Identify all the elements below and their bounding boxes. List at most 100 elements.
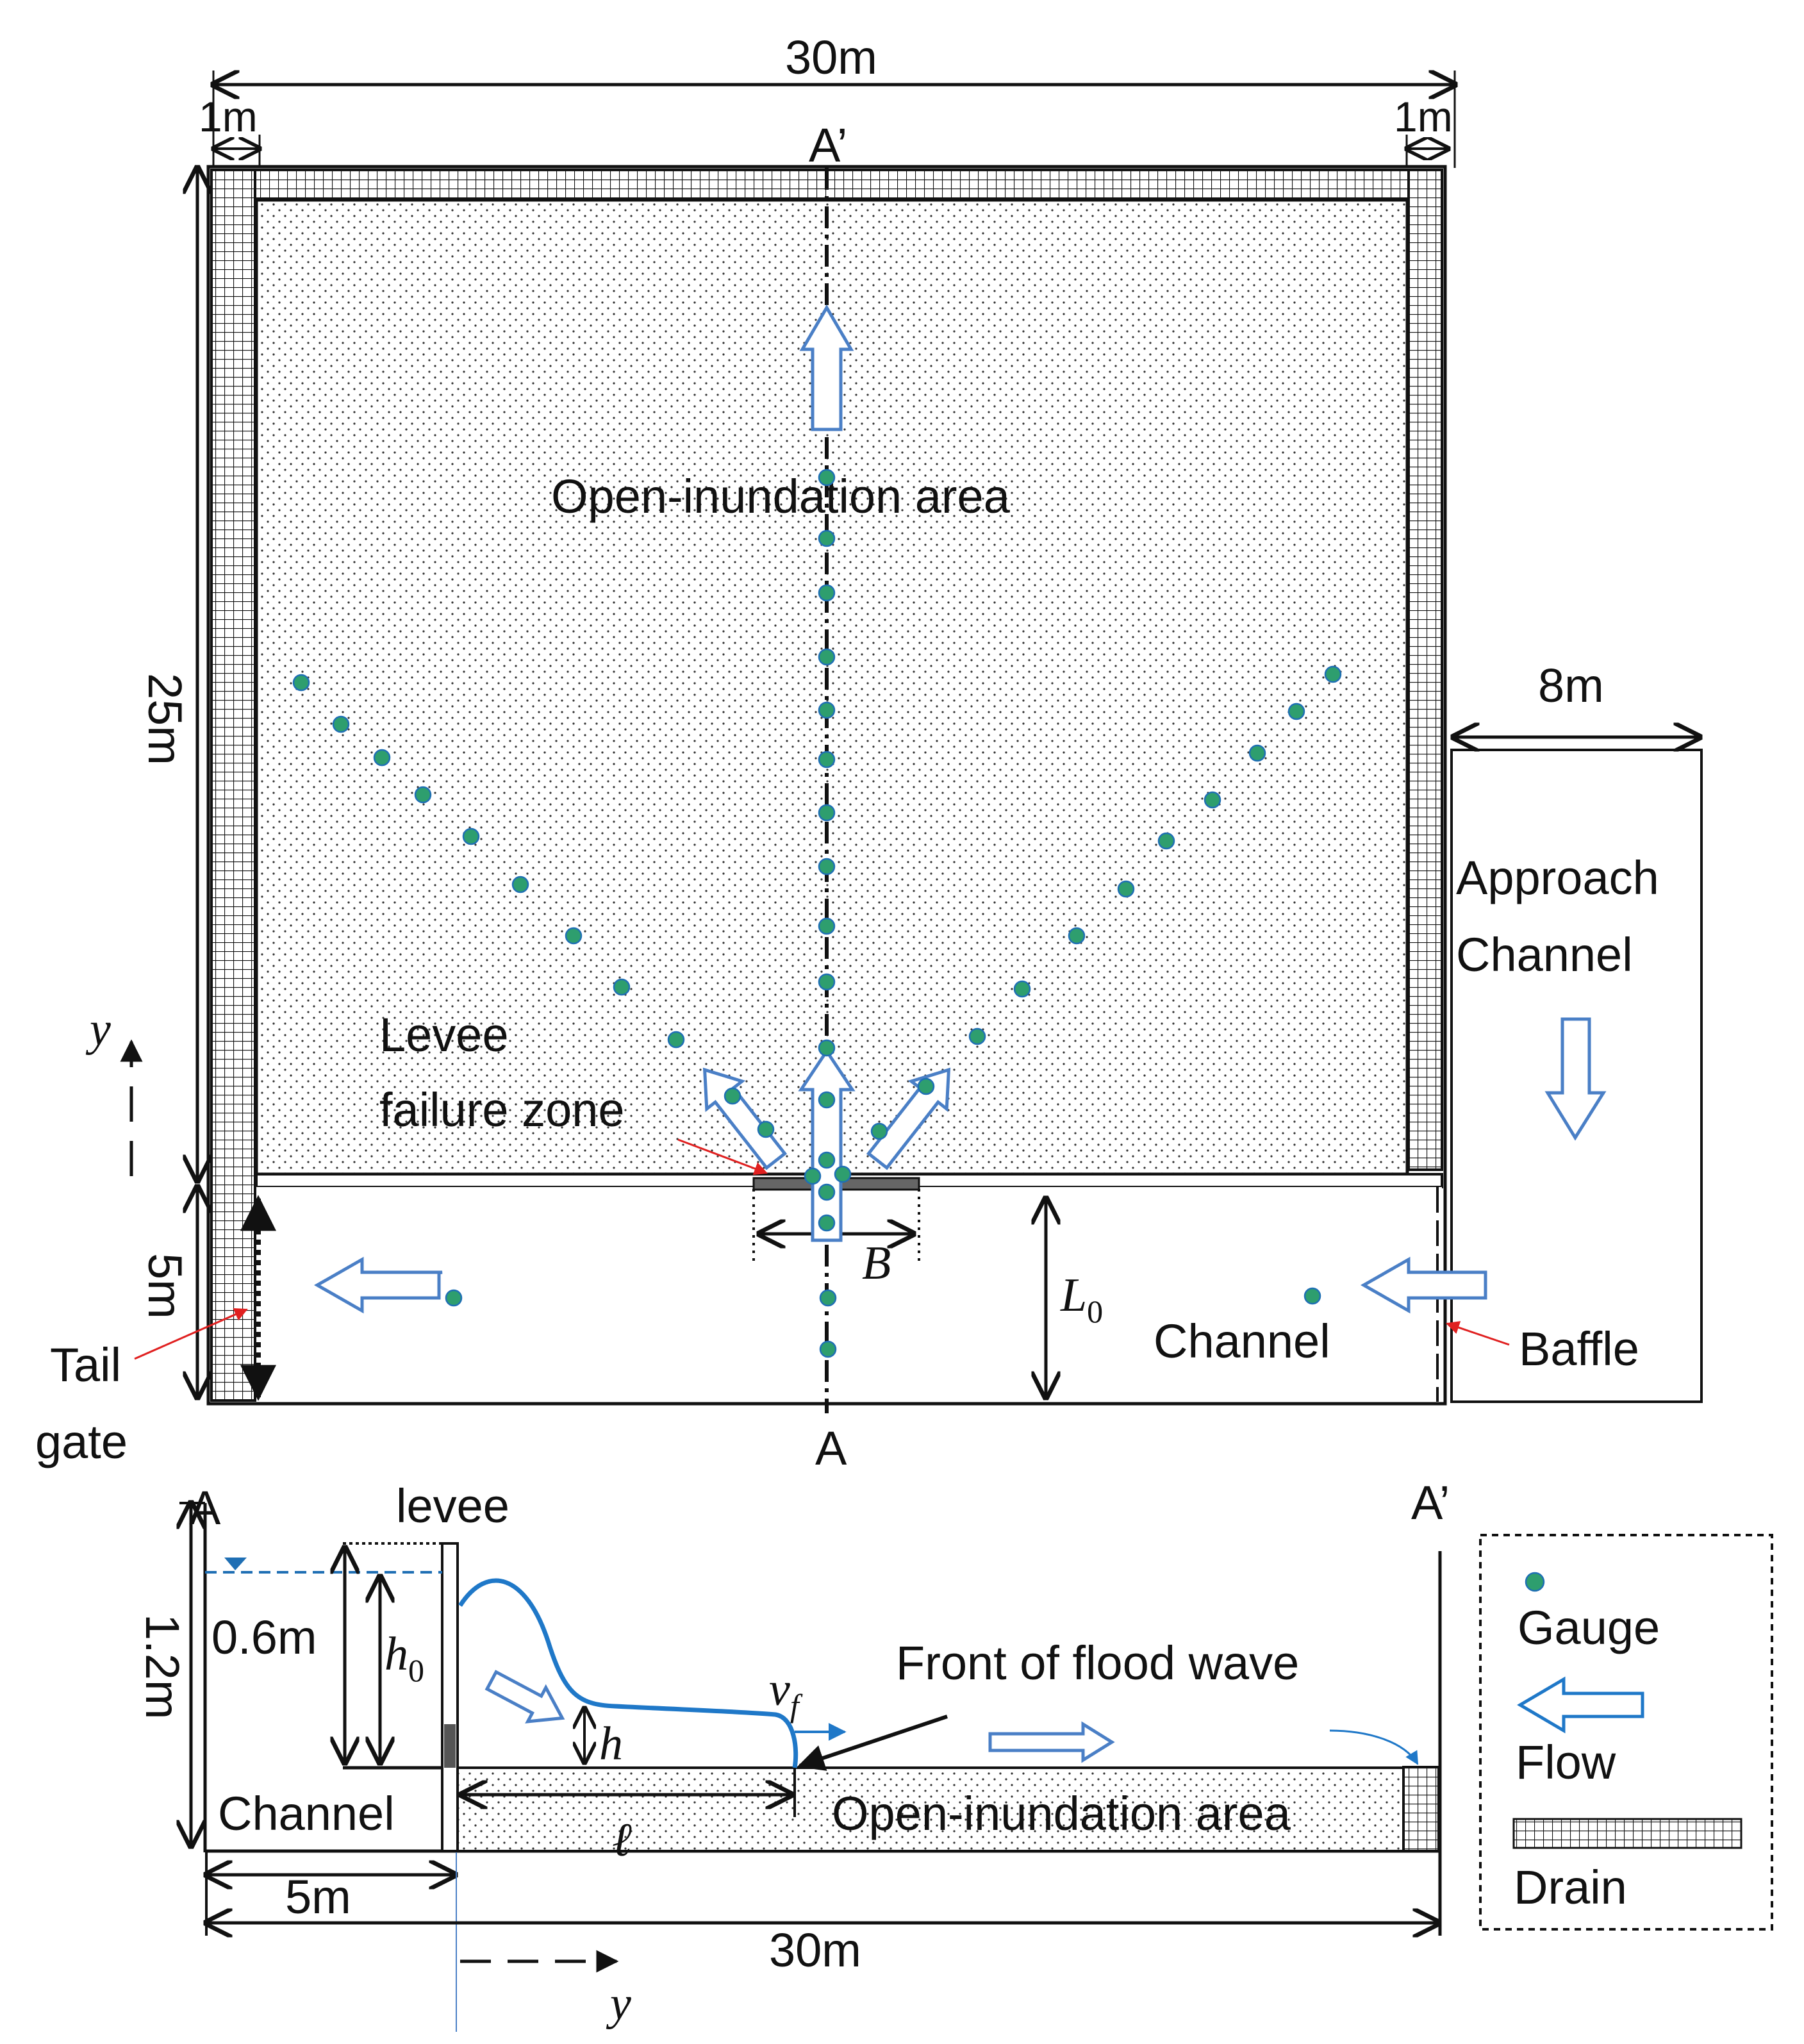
legend-flow-symbol (1517, 1676, 1644, 1734)
gauge-point (613, 978, 631, 996)
levee-failure-pointer (677, 1138, 768, 1176)
section-top-label: A’ (809, 119, 847, 172)
legend-box (1479, 1534, 1773, 1931)
gauges-plan (292, 469, 1342, 1358)
section-y-axis-label: y (606, 1977, 631, 2030)
section-flow-arrow-down (484, 1670, 565, 1724)
drain-right-label: 1m (1394, 93, 1453, 140)
gauge-point (818, 701, 836, 719)
levee-failure-label-2: failure zone (379, 1083, 625, 1136)
h0-label: h0 (385, 1628, 424, 1688)
gauge-point (818, 1214, 836, 1232)
length-label: 25m (138, 673, 192, 765)
gauge-point (819, 1340, 837, 1358)
gauge-point (818, 584, 836, 602)
section-total-length-label: 30m (769, 1924, 861, 1977)
legend-drain-label: Drain (1514, 1861, 1627, 1914)
gauge-point (373, 749, 391, 767)
front-pointer (797, 1715, 948, 1771)
gauge-point (414, 786, 432, 804)
breach-label: B (862, 1237, 891, 1290)
levee-failure-label-1: Levee (379, 1008, 509, 1061)
gauge-point (818, 751, 836, 769)
y-axis-label: y (85, 1003, 111, 1056)
flow-arrow-approach (1544, 1017, 1607, 1141)
water-depth-label: 0.6m (211, 1611, 317, 1664)
front-label: Front of flood wave (896, 1636, 1299, 1690)
section-a-label: A (189, 1481, 221, 1534)
h-label: h (599, 1718, 623, 1770)
approach-label-1: Approach (1456, 851, 1659, 904)
drain-right (1407, 169, 1443, 1171)
gauge-point (757, 1120, 775, 1138)
gauge-point (804, 1167, 822, 1185)
gauge-point (818, 804, 836, 822)
gauge-point (834, 1165, 852, 1183)
gauge-point (818, 1091, 836, 1109)
legend-drain-symbol (1512, 1818, 1742, 1849)
levee-label: levee (396, 1479, 509, 1533)
gauge-point (565, 927, 583, 945)
l0-label: L0 (1060, 1269, 1103, 1329)
baffle-pointer (1446, 1321, 1510, 1346)
plan-view: B A’ A 30m 1m 1m 25m 5m L0 8m Open-inund… (35, 31, 1703, 1475)
gauge-point (511, 876, 529, 893)
drain-left-label: 1m (199, 93, 258, 140)
gauge-point (818, 973, 836, 991)
flood-wave-surface (458, 1578, 799, 1768)
tail-gate-pointer (134, 1308, 248, 1360)
h0-subscript: 0 (408, 1652, 424, 1688)
water-level-marker (224, 1558, 247, 1570)
legend-gauge-symbol (1525, 1572, 1545, 1592)
levee-wall (441, 1542, 459, 1852)
gauge-point (462, 827, 480, 845)
gauge-point (819, 1289, 837, 1307)
flow-arrow-channel-left-body (313, 1256, 441, 1314)
gauge-point (1324, 665, 1342, 683)
legend: Gauge Flow Drain (1479, 1534, 1773, 1931)
gauge-point (818, 1039, 836, 1057)
legend-gauge-label: Gauge (1518, 1601, 1660, 1654)
gauge-point (818, 1183, 836, 1201)
gauge-point (1117, 880, 1135, 898)
drain-left (210, 169, 256, 1402)
flow-arrow-up-top (799, 304, 854, 431)
gauge-point (870, 1122, 888, 1140)
section-inundation-label: Open-inundation area (832, 1787, 1291, 1840)
gauge-point (818, 529, 836, 547)
gauge-point (1013, 980, 1031, 998)
l0-subscript: 0 (1087, 1293, 1103, 1329)
gauge-point (667, 1031, 685, 1049)
approach-label-2: Channel (1456, 928, 1633, 981)
width-label: 30m (785, 31, 877, 84)
vf-subscript: f (790, 1688, 803, 1724)
gauge-point (1303, 1287, 1321, 1305)
height-label: 1.2m (136, 1614, 189, 1720)
drain-inflow-curve (1329, 1729, 1419, 1765)
approach-width-label: 8m (1538, 659, 1604, 712)
gauge-point (818, 1151, 836, 1169)
channel-width-label: 5m (138, 1253, 192, 1319)
section-bottom-label: A (815, 1422, 847, 1475)
gauge-point (1068, 927, 1086, 945)
section-drain (1402, 1766, 1440, 1852)
flow-arrow-channel-right (1360, 1256, 1487, 1314)
legend-flow-label: Flow (1516, 1736, 1616, 1789)
gauge-point (1248, 744, 1266, 762)
levee-breach-base (444, 1724, 456, 1768)
gauge-point (818, 648, 836, 666)
gauge-point (445, 1289, 463, 1307)
gauge-point (332, 715, 350, 733)
section-channel-width-label: 5m (285, 1870, 351, 1924)
flow-arrow-breach-center (798, 1048, 856, 1242)
section-view: 1.2m 0.6m h0 h vf Front of flood wave ℓ … (136, 1476, 1450, 2032)
gauge-point (968, 1027, 986, 1045)
gauge-point (818, 469, 836, 486)
ell-label: ℓ (612, 1814, 632, 1866)
section-a-prime-label: A’ (1411, 1476, 1450, 1529)
flow-arrows-plan (313, 304, 1607, 1314)
baffle-label: Baffle (1519, 1322, 1639, 1375)
vf-label: vf (769, 1663, 803, 1724)
gauge-point (724, 1087, 741, 1105)
